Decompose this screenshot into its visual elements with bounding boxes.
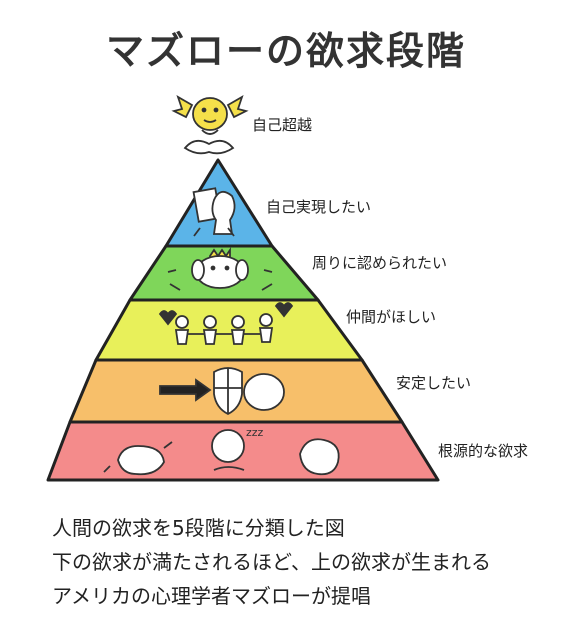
label-esteem: 周りに認められたい (312, 254, 448, 272)
shield-icon (159, 367, 285, 416)
friends-icon (158, 302, 294, 345)
artist-icon (192, 187, 236, 237)
tier-belonging (94, 298, 364, 362)
angel-icon (171, 95, 249, 155)
label-self-transcendence: 自己超越 (252, 116, 313, 134)
caption-line-2: 下の欲求が満たされるほど、上の欲求が生まれる (52, 550, 491, 574)
caption-line-3: アメリカの心理学者マズローが提唱 (52, 584, 371, 608)
label-self-actualization: 自己実現したい (266, 198, 372, 216)
label-belonging: 仲間がほしい (346, 308, 437, 326)
basic-needs-icon (103, 429, 340, 476)
label-physiological: 根源的な欲求 (438, 442, 529, 460)
caption-line-1: 人間の欲求を5段階に分類した図 (52, 516, 345, 540)
label-safety: 安定したい (396, 374, 472, 392)
praised-icon (167, 247, 273, 291)
sleep-mark: zzz (246, 426, 264, 439)
page-title: マズローの欲求段階 (105, 29, 466, 73)
